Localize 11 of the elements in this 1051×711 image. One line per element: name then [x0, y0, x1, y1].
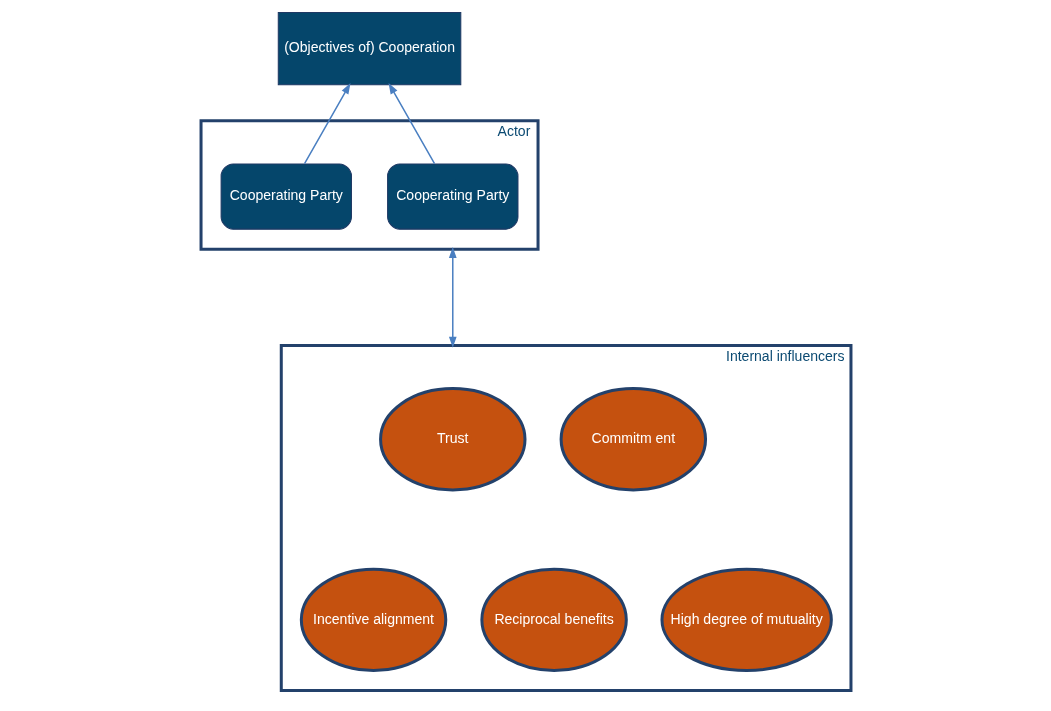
node-box: (Objectives of) Cooperation [277, 12, 461, 86]
node-ellipse: Reciprocal benefits [479, 567, 628, 672]
node-box: Cooperating Party [220, 163, 352, 230]
arrow [388, 82, 435, 165]
node-ellipse: High degree of mutuality [659, 567, 833, 672]
node-ellipse: Incentive alignment [299, 567, 447, 672]
arrow [303, 82, 350, 165]
node-ellipse: Commitm ent [559, 387, 707, 492]
arrow [448, 246, 457, 348]
node-ellipse: Trust [378, 387, 526, 492]
node-box: Cooperating Party [386, 163, 518, 230]
